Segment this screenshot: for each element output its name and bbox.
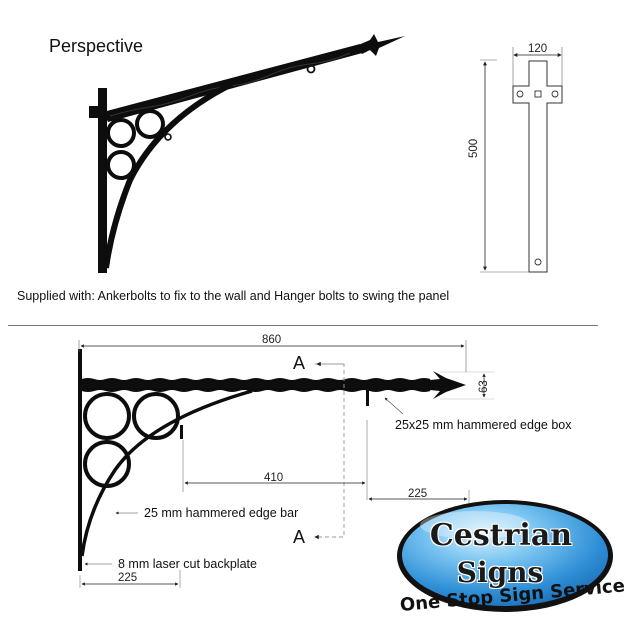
section-marker-a-top: A xyxy=(293,353,306,373)
logo-line-signs: Signs xyxy=(456,556,544,589)
box-section-callout: 25x25 mm hammered edge box xyxy=(395,418,572,432)
elevation-technical-drawing xyxy=(78,340,494,588)
logo-line-cestrian: Cestrian xyxy=(429,518,573,553)
backplate-callout: 8 mm laser cut backplate xyxy=(118,557,257,571)
finial-height-dimension: 63 xyxy=(478,380,490,393)
company-logo-oval xyxy=(397,500,613,612)
supplied-with-note: Supplied with: Ankerbolts to fix to the … xyxy=(17,289,450,303)
perspective-bracket-illustration xyxy=(89,34,405,273)
strut-bar-callout: 25 mm hammered edge bar xyxy=(144,506,299,520)
overall-length-dimension: 860 xyxy=(262,334,282,346)
hanger-spacing-dimension: 410 xyxy=(264,472,284,484)
base-offset-dimension: 225 xyxy=(118,572,138,584)
backplate-width-dimension: 120 xyxy=(528,43,548,55)
section-marker-a-bottom: A xyxy=(293,527,306,547)
tip-to-hanger-dimension: 225 xyxy=(408,488,428,500)
section-divider xyxy=(8,325,598,326)
backplate-technical-drawing xyxy=(480,47,563,273)
perspective-title: Perspective xyxy=(49,36,144,56)
backplate-height-dimension: 500 xyxy=(468,138,480,158)
